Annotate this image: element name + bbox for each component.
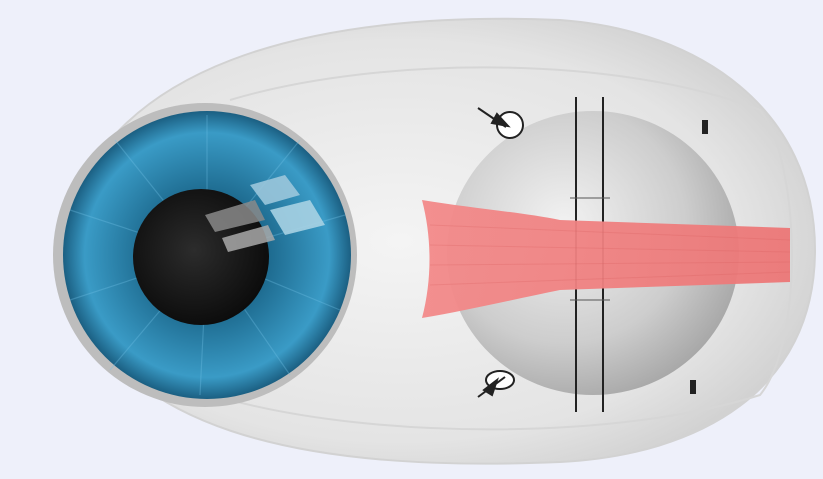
marker-bottom-right-icon bbox=[690, 380, 696, 394]
marker-top-right-icon bbox=[702, 120, 708, 134]
